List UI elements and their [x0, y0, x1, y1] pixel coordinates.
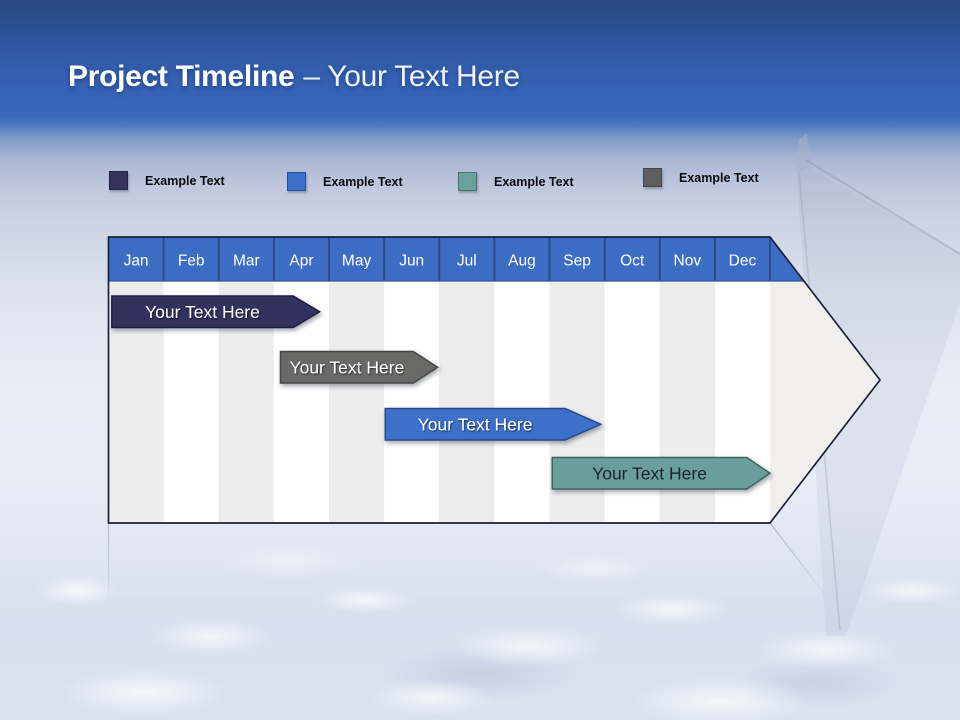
task-bar-shape	[384, 407, 603, 441]
task-bar-2: Your Text Here	[279, 350, 439, 384]
month-label-jan: Jan	[124, 253, 149, 270]
month-label-feb: Feb	[178, 253, 205, 270]
month-header-row	[108, 237, 812, 282]
legend-item-4: Example Text	[643, 168, 759, 187]
task-bar-label: Your Text Here	[145, 302, 260, 322]
task-bar-label: Your Text Here	[592, 463, 707, 483]
arrow-outline	[107, 236, 882, 524]
timeline-reflection	[107, 522, 881, 720]
month-column-feb	[163, 237, 219, 523]
month-label-oct: Oct	[620, 253, 645, 270]
month-column-mar	[218, 237, 274, 523]
reflection-arrow	[107, 522, 881, 720]
month-label-nov: Nov	[674, 253, 702, 270]
legend-label: Example Text	[679, 170, 759, 185]
month-label-jun: Jun	[399, 253, 424, 270]
month-label-aug: Aug	[508, 253, 536, 270]
task-bar-shape	[111, 295, 322, 329]
month-label-dec: Dec	[729, 253, 757, 270]
legend-swatch-gray	[643, 168, 662, 187]
task-bar-label: Your Text Here	[418, 414, 533, 434]
task-bar-shape	[279, 350, 439, 384]
month-labels: Jan Feb Mar Apr May Jun Jul Aug Sep Oct Nov Dec	[124, 253, 757, 270]
month-label-may: May	[342, 253, 372, 270]
legend-item-1: Example Text	[109, 171, 225, 190]
legend-item-2: Example Text	[287, 172, 403, 191]
timeline-arrow-outline	[107, 236, 882, 524]
legend-label: Example Text	[145, 173, 225, 188]
task-bar-4: Your Text Here	[551, 456, 772, 490]
legend-item-3: Example Text	[458, 172, 574, 191]
legend-swatch-navy	[109, 171, 128, 190]
legend-label: Example Text	[494, 174, 574, 189]
month-column-jan	[108, 237, 164, 523]
task-bar-1: Your Text Here	[111, 295, 322, 329]
month-label-apr: Apr	[289, 253, 313, 270]
legend-swatch-blue	[287, 172, 306, 191]
slide-title-regular: – Your Text Here	[303, 60, 520, 93]
task-bar-shape	[551, 456, 772, 490]
month-column-jul	[439, 237, 495, 523]
task-bar-3: Your Text Here	[384, 407, 603, 441]
month-label-jul: Jul	[457, 253, 477, 270]
legend-label: Example Text	[323, 174, 403, 189]
month-label-mar: Mar	[233, 253, 260, 270]
legend-swatch-teal	[458, 172, 477, 191]
task-bar-label: Your Text Here	[290, 357, 405, 377]
slide-title: Project Timeline– Your Text Here	[68, 60, 520, 94]
header-band	[108, 237, 812, 281]
month-column-aug	[494, 237, 550, 523]
month-label-sep: Sep	[563, 253, 591, 270]
slide-title-bold: Project Timeline	[68, 60, 295, 93]
